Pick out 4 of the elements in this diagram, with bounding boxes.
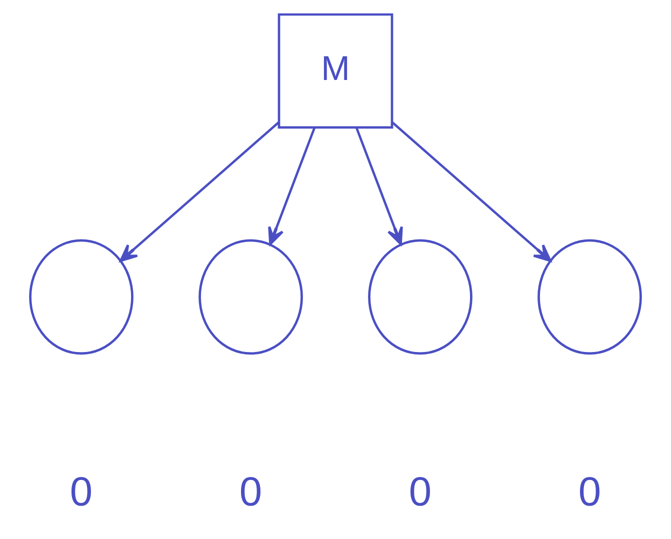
label: 0 — [408, 468, 432, 514]
label: 0 — [578, 468, 602, 514]
label: 0 — [239, 468, 262, 514]
label: 0 — [70, 468, 93, 514]
